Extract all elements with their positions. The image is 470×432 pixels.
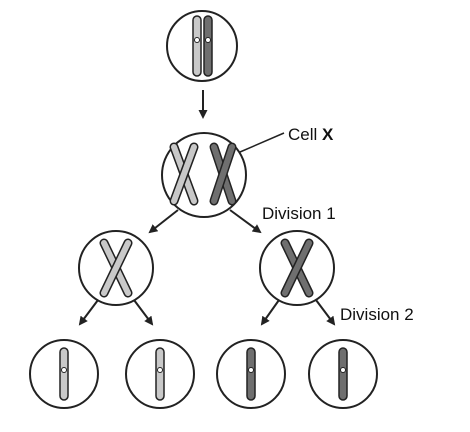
parent-cell — [166, 10, 238, 82]
division-2-cell-3 — [216, 339, 286, 409]
division-1-label: Division 1 — [262, 204, 336, 223]
cell-x-dark-duplicated-chromosome — [209, 142, 237, 206]
arrow-cell-x-to-left — [148, 209, 179, 234]
arrow-cell-x-to-right — [229, 209, 262, 234]
cell-x — [161, 132, 285, 218]
parent-light-chromosome — [192, 15, 202, 77]
arrow-left-to-cell-2 — [133, 299, 154, 326]
division-1-left-cell — [78, 230, 154, 306]
parent-light-centromere — [194, 37, 200, 43]
arrow-right-to-cell-3 — [260, 299, 280, 326]
cell-x-light-duplicated-chromosome — [169, 142, 199, 206]
division-2-cell-4 — [308, 339, 378, 409]
division-1-right-cell — [259, 230, 335, 306]
division-2-cell-2 — [125, 339, 195, 409]
cell-x-pointer-line — [239, 132, 285, 153]
arrow-right-to-cell-4 — [315, 299, 336, 326]
division-2-label: Division 2 — [340, 305, 414, 324]
arrow-left-to-cell-1 — [78, 299, 99, 326]
cell-x-label: Cell X — [288, 125, 334, 144]
parent-cell-membrane — [166, 10, 238, 82]
parent-dark-centromere — [205, 37, 211, 43]
parent-dark-chromosome — [203, 15, 213, 77]
division-2-cell-1 — [29, 339, 99, 409]
